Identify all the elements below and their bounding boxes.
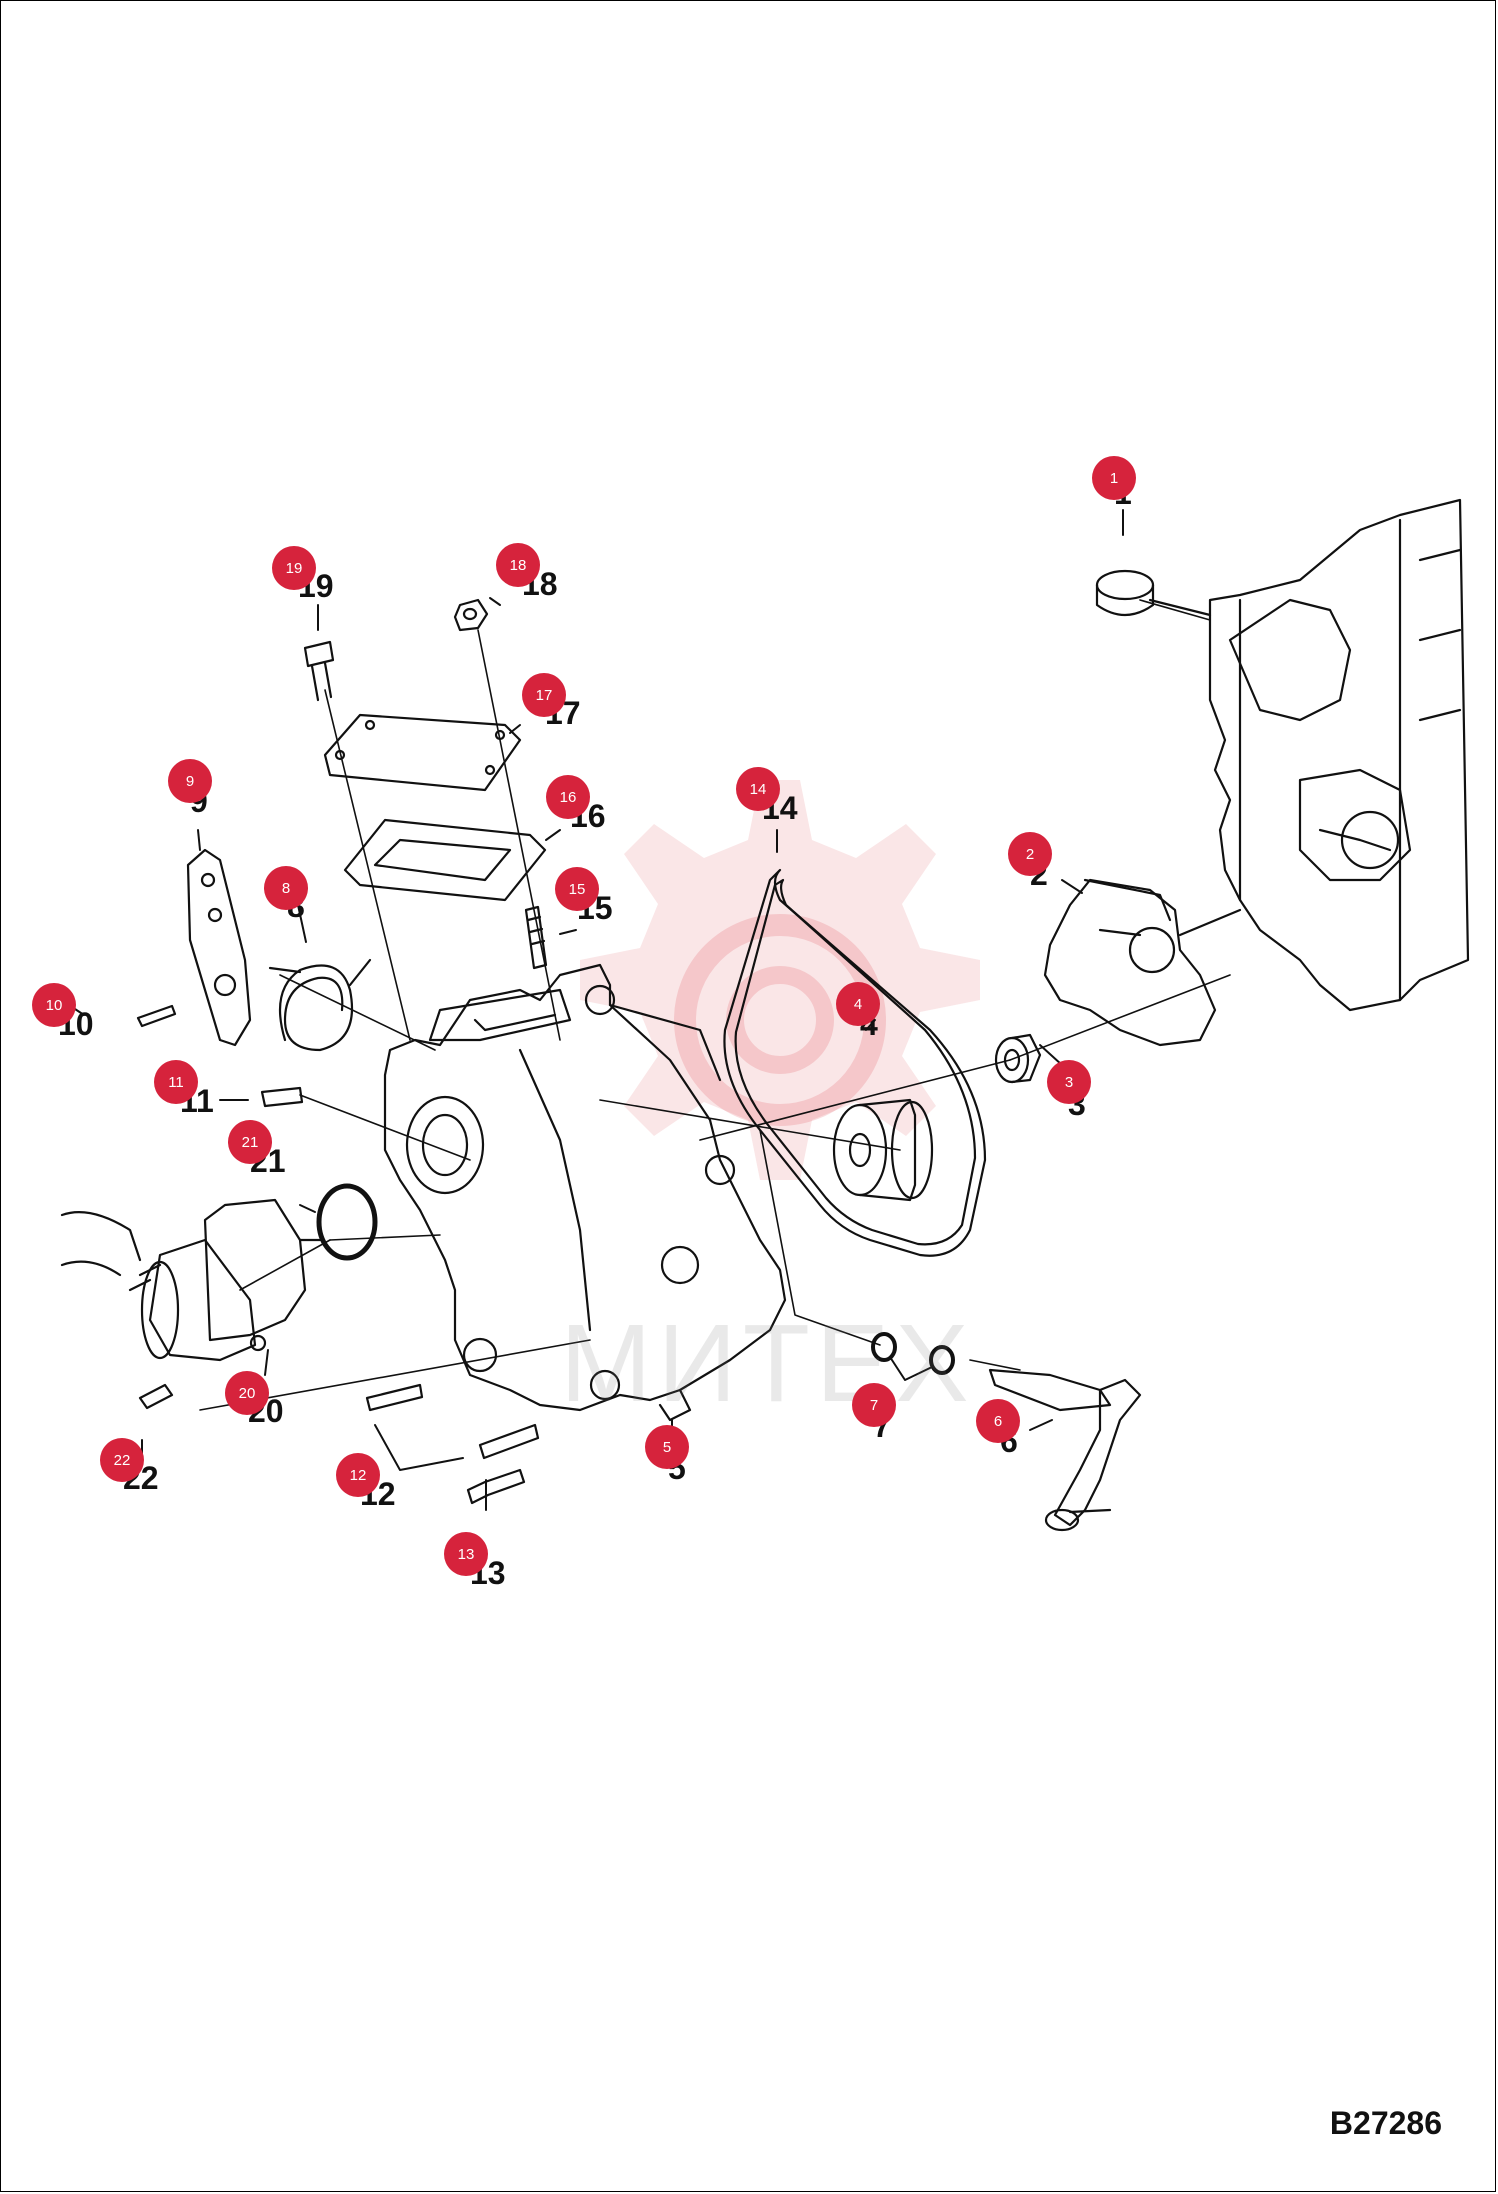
callout-badge-11[interactable]: 11 bbox=[154, 1060, 198, 1104]
callout-badge-12[interactable]: 12 bbox=[336, 1453, 380, 1497]
bracket-part bbox=[1043, 878, 1242, 1047]
callout-badge-22[interactable]: 22 bbox=[100, 1438, 144, 1482]
stud-15 bbox=[524, 905, 548, 970]
shaft-lever-6 bbox=[988, 1368, 1142, 1532]
bolt-22 bbox=[138, 1383, 174, 1410]
callout-badge-10[interactable]: 10 bbox=[32, 983, 76, 1027]
gasket-large bbox=[723, 868, 987, 1257]
shaft-disc-part bbox=[832, 1098, 934, 1202]
lever-plate-9 bbox=[186, 848, 252, 1047]
callout-badge-6[interactable]: 6 bbox=[976, 1399, 1020, 1443]
callout-badge-18[interactable]: 18 bbox=[496, 543, 540, 587]
o-ring-7a bbox=[871, 1332, 897, 1362]
o-ring-21 bbox=[316, 1183, 378, 1261]
pin-10 bbox=[136, 1004, 177, 1028]
watermark-gear-icon bbox=[580, 780, 980, 1180]
callout-badge-1[interactable]: 1 bbox=[1092, 456, 1136, 500]
callout-badge-21[interactable]: 21 bbox=[228, 1120, 272, 1164]
callout-badge-7[interactable]: 7 bbox=[852, 1383, 896, 1427]
callout-badge-8[interactable]: 8 bbox=[264, 866, 308, 910]
watermark-text: МИТЕХ bbox=[560, 1302, 975, 1425]
callout-badge-13[interactable]: 13 bbox=[444, 1532, 488, 1576]
nut-18 bbox=[453, 598, 489, 632]
callout-badge-17[interactable]: 17 bbox=[522, 673, 566, 717]
plug-part bbox=[1095, 569, 1212, 617]
cover-plate-17 bbox=[323, 713, 522, 792]
main-housing-part bbox=[383, 963, 787, 1422]
bolt-13 bbox=[466, 1468, 526, 1505]
alignment-lines bbox=[199, 599, 1231, 1411]
callout-badge-4[interactable]: 4 bbox=[836, 982, 880, 1026]
studs-12 bbox=[365, 1383, 540, 1460]
callout-badge-14[interactable]: 14 bbox=[736, 767, 780, 811]
callout-badge-19[interactable]: 19 bbox=[272, 546, 316, 590]
callout-badge-2[interactable]: 2 bbox=[1008, 832, 1052, 876]
spring-8 bbox=[268, 958, 372, 1052]
bushing-part bbox=[994, 1033, 1042, 1084]
callout-badge-3[interactable]: 3 bbox=[1047, 1060, 1091, 1104]
callout-badge-15[interactable]: 15 bbox=[555, 867, 599, 911]
engine-block-outline bbox=[1208, 498, 1470, 1012]
callout-badge-9[interactable]: 9 bbox=[168, 759, 212, 803]
bolt-19 bbox=[303, 640, 335, 702]
o-ring-7b bbox=[929, 1345, 955, 1375]
callout-badge-20[interactable]: 20 bbox=[225, 1371, 269, 1415]
diagram-code-label: B27286 bbox=[1329, 2105, 1442, 2141]
bolt-11 bbox=[260, 1086, 304, 1108]
callout-badge-16[interactable]: 16 bbox=[546, 775, 590, 819]
gasket-16 bbox=[343, 818, 547, 902]
callout-badge-5[interactable]: 5 bbox=[645, 1425, 689, 1469]
solenoid-20 bbox=[60, 1198, 322, 1362]
